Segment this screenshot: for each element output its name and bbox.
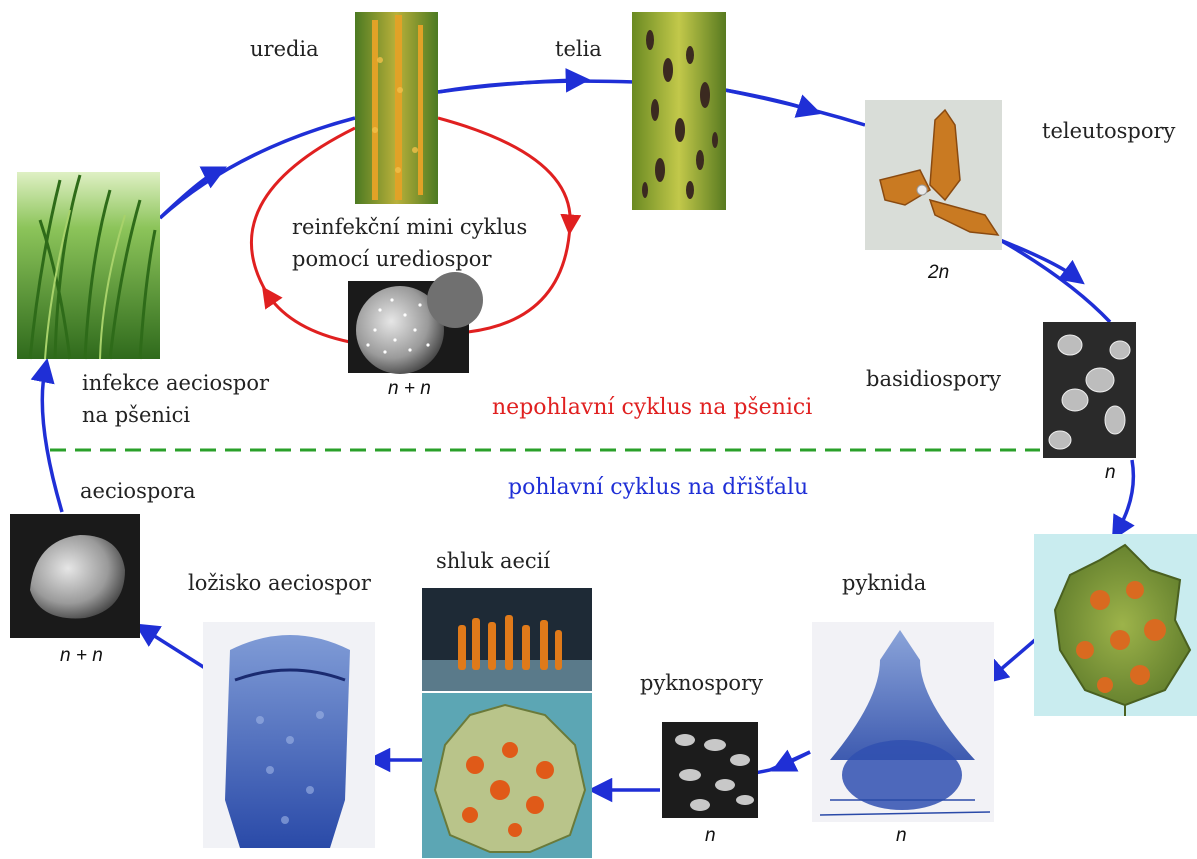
aeciospore-micrograph <box>10 514 140 638</box>
ploidy-basidiospores: n <box>1105 462 1116 484</box>
label-shluk-aecii: shluk aecií <box>436 548 550 574</box>
basidiospores-micrograph <box>1043 322 1136 458</box>
ploidy-aeciospore: n + n <box>60 645 103 667</box>
label-infection-line1: infekce aeciospor <box>82 370 269 396</box>
teleutospores-micrograph <box>865 100 1002 250</box>
wheat-leaf-telia-photo <box>632 12 726 210</box>
wheat-leaf-uredia-photo <box>355 12 438 204</box>
barberry-leaf-aecia-photo <box>422 693 592 858</box>
label-pyknospory: pyknospory <box>640 670 763 696</box>
label-telia: telia <box>555 36 602 62</box>
label-pyknida: pyknida <box>842 570 926 596</box>
pycnospores-micrograph <box>662 722 758 818</box>
label-basidiospory: basidiospory <box>866 366 1001 392</box>
barberry-leaf-photo <box>1034 534 1197 716</box>
label-aeciospora: aeciospora <box>80 478 196 504</box>
label-reinfection-line1: reinfekční mini cyklus <box>292 214 527 240</box>
label-reinfection-line2: pomocí urediospor <box>292 246 492 272</box>
ploidy-pycnospores: n <box>705 825 716 847</box>
wheat-plants-photo <box>17 172 160 359</box>
label-infection-line2: na pšenici <box>82 402 190 428</box>
label-uredia: uredia <box>250 36 319 62</box>
label-teleutospory: teleutospory <box>1042 118 1175 144</box>
aecium-section-micrograph <box>203 622 375 848</box>
pycnidium-section-micrograph <box>812 622 994 822</box>
asexual-cycle-caption: nepohlavní cyklus na pšenici <box>492 395 812 420</box>
urediospore-micrograph <box>348 272 483 374</box>
ploidy-pycnidium: n <box>896 825 907 847</box>
ploidy-teleutospores: 2n <box>928 262 949 284</box>
label-lozisko-aeciospor: ložisko aeciospor <box>188 570 371 596</box>
aecia-cluster-photo <box>422 588 592 691</box>
ploidy-urediospores: n + n <box>388 378 431 400</box>
sexual-cycle-caption: pohlavní cyklus na dřišťalu <box>508 475 808 500</box>
